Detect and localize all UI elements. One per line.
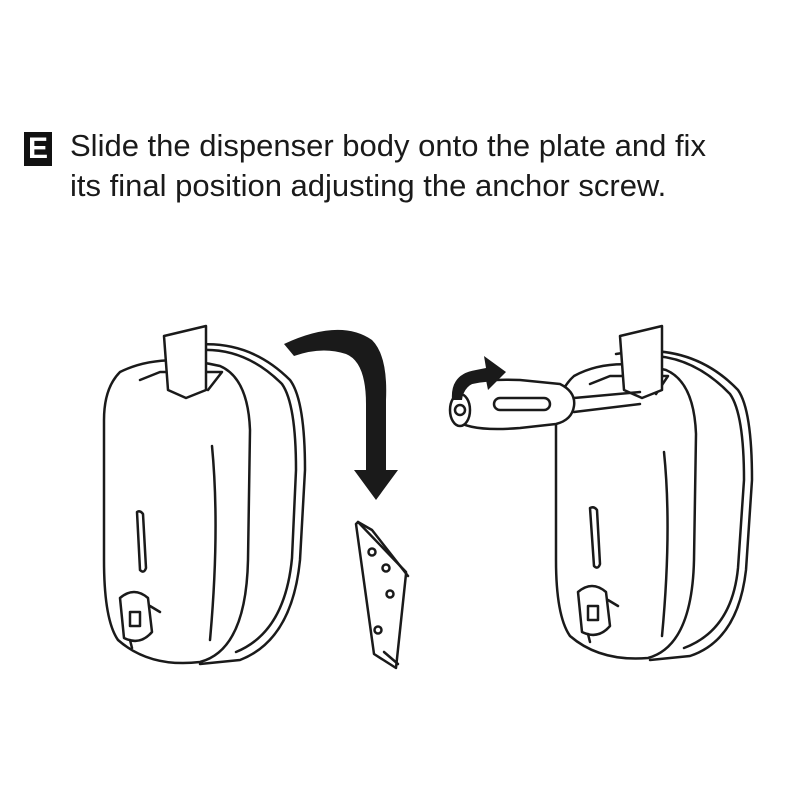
mounting-plate <box>354 520 410 670</box>
step-letter-badge: E <box>24 132 52 166</box>
slide-down-arrow-icon <box>284 329 398 500</box>
instruction-line-1: Slide the dispenser body onto the plate … <box>70 128 706 163</box>
rotate-arrow-icon <box>451 356 506 400</box>
left-dispenser <box>102 324 307 666</box>
step-instruction: Slide the dispenser body onto the plate … <box>70 126 706 206</box>
instruction-line-2: its final position adjusting the anchor … <box>70 168 667 203</box>
right-dispenser <box>554 324 754 662</box>
